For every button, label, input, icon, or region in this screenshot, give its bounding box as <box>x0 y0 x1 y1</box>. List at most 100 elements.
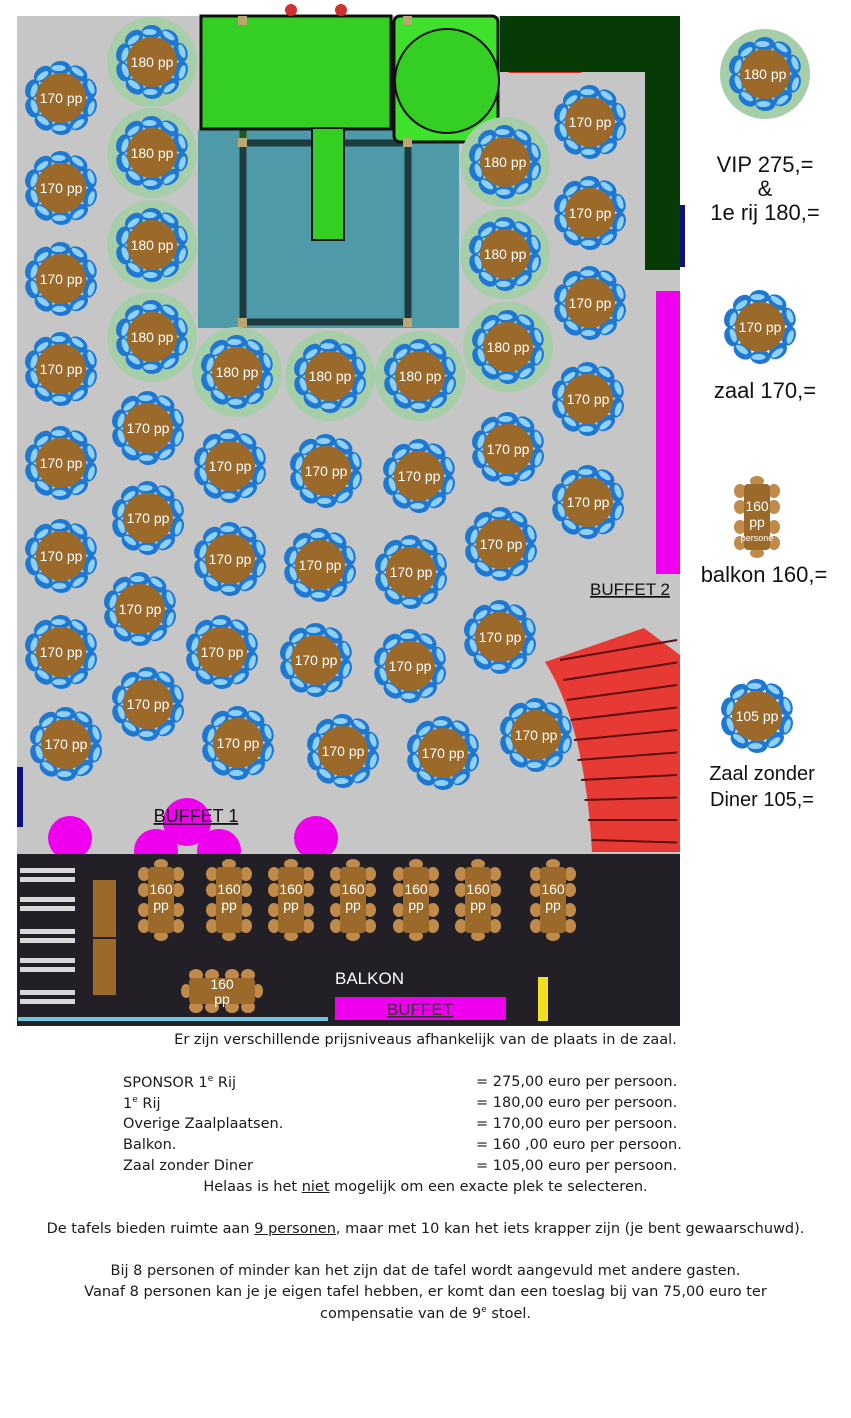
table-label: 160 <box>466 881 490 897</box>
hall-table: 170 pp <box>194 522 266 596</box>
legend-balkon-line1: balkon 160,= <box>701 562 828 587</box>
price-value-balkon: = 160 ,00 euro per persoon. <box>476 1137 682 1153</box>
vip-table: 180 pp <box>107 108 197 198</box>
stairs <box>545 628 680 852</box>
table-label: pp <box>283 897 299 913</box>
legend-vip-line2: & <box>758 176 773 201</box>
hall-table: 170 pp <box>25 519 97 593</box>
hall-table: 170 pp <box>25 332 97 406</box>
stage-runway <box>311 127 345 241</box>
intro-text: Er zijn verschillende prijsniveaus afhan… <box>174 1032 677 1048</box>
table-label: 170 pp <box>480 536 523 552</box>
table-label: 160 <box>210 976 234 992</box>
price-name-sponsor: SPONSOR 1e Rij <box>123 1074 237 1091</box>
table-label: 170 pp <box>201 644 244 660</box>
floor-plan: BUFFET 2 BUFFET 1 BUFFET BALKON 180 pp18… <box>17 4 828 1026</box>
price-name-zonder: Zaal zonder Diner <box>123 1158 253 1174</box>
legend-vip-table: 180 pp <box>720 29 810 119</box>
table-label: 170 pp <box>217 735 260 751</box>
hall-table: 170 pp <box>112 667 184 741</box>
price-name-overige: Overige Zaalplaatsen. <box>123 1116 284 1132</box>
vip-table: 180 pp <box>463 302 553 392</box>
table-label: pp <box>545 897 561 913</box>
table-label: 105 pp <box>736 708 779 724</box>
table-label: 170 pp <box>127 696 170 712</box>
hall-table: 170 pp <box>186 615 258 689</box>
bar-round <box>394 28 500 134</box>
hall-table: 170 pp <box>383 439 455 513</box>
hall-table: 170 pp <box>554 176 626 250</box>
price-name-balkon: Balkon. <box>123 1137 177 1153</box>
vip-table: 180 pp <box>192 327 282 417</box>
table-label: 170 pp <box>567 494 610 510</box>
hall-table: 170 pp <box>465 507 537 581</box>
dark-green-wall <box>500 16 680 270</box>
balcony-steps <box>20 868 75 1004</box>
group-note-1: Bij 8 personen of minder kan het zijn da… <box>110 1263 741 1279</box>
table-label: 170 pp <box>739 319 782 335</box>
table-label: 170 pp <box>569 205 612 221</box>
table-label: 170 pp <box>389 658 432 674</box>
hall-table: 170 pp <box>554 266 626 340</box>
table-label: 180 pp <box>131 329 174 345</box>
table-label: 170 pp <box>398 468 441 484</box>
legend-zonder-line1: Zaal zonder <box>709 763 815 785</box>
table-label: 180 pp <box>309 368 352 384</box>
group-note-3: compensatie van de 9e stoel. <box>319 1305 532 1322</box>
table-label: 180 pp <box>216 364 259 380</box>
table-label: 170 pp <box>390 564 433 580</box>
table-label: 170 pp <box>515 727 558 743</box>
table-label-small: persone <box>741 533 774 543</box>
select-note: Helaas is het niet mogelijk om een exact… <box>203 1179 648 1195</box>
table-label: 170 pp <box>40 455 83 471</box>
price-value-sponsor: = 275,00 euro per persoon. <box>476 1074 678 1090</box>
vip-table: 180 pp <box>460 117 550 207</box>
legend: VIP 275,= & 1e rij 180,= zaal 170,= balk… <box>701 29 828 811</box>
group-note-2: Vanaf 8 personen kan je je eigen tafel h… <box>84 1284 767 1300</box>
vip-table: 180 pp <box>107 292 197 382</box>
table-label: 180 pp <box>399 368 442 384</box>
table-label: 180 pp <box>131 54 174 70</box>
table-label: 170 pp <box>119 601 162 617</box>
table-label: 180 pp <box>484 154 527 170</box>
table-label: 180 pp <box>487 339 530 355</box>
table-label: 160 <box>217 881 241 897</box>
table-label: 180 pp <box>131 237 174 253</box>
table-label: 170 pp <box>295 652 338 668</box>
hall-table: 170 pp <box>202 706 274 780</box>
legend-zaal-line1: zaal 170,= <box>714 378 816 403</box>
hall-table: 170 pp <box>500 698 572 772</box>
table-label: 170 pp <box>45 736 88 752</box>
table-label: 170 pp <box>487 441 530 457</box>
hall-table: 170 pp <box>472 412 544 486</box>
space-note: De tafels bieden ruimte aan 9 personen, … <box>46 1221 805 1237</box>
buffet2-label: BUFFET 2 <box>590 580 670 599</box>
table-label: 160 <box>149 881 173 897</box>
price-value-zonder: = 105,00 euro per persoon. <box>476 1158 678 1174</box>
table-label: pp <box>408 897 424 913</box>
table-label: 160 <box>541 881 565 897</box>
hall-table: 170 pp <box>112 391 184 465</box>
vip-table: 180 pp <box>107 17 197 107</box>
table-label: 170 pp <box>299 557 342 573</box>
table-label: 170 pp <box>40 180 83 196</box>
table-label: 170 pp <box>40 271 83 287</box>
tables: 180 pp 180 pp 180 pp 180 pp 180 pp 180 pp 180 … <box>25 17 626 1013</box>
hall-table: 170 pp <box>104 572 176 646</box>
hall-table: 170 pp <box>290 434 362 508</box>
table-label: 170 pp <box>40 90 83 106</box>
hall-table: 170 pp <box>375 535 447 609</box>
buffet1-label: BUFFET 1 <box>154 806 239 826</box>
table-label: 170 pp <box>40 361 83 377</box>
balkon-label: BALKON <box>335 969 404 988</box>
table-label: 160 <box>404 881 428 897</box>
hall-table: 170 pp <box>552 362 624 436</box>
legend-vip-line3: 1e rij 180,= <box>710 200 819 225</box>
hall-table: 170 pp <box>284 528 356 602</box>
